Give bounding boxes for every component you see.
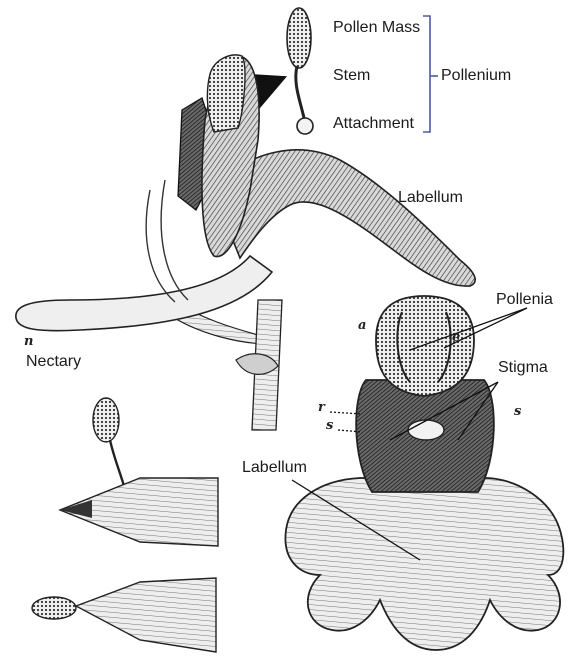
pollenium-detail (287, 8, 313, 134)
letter-s-left: s (326, 418, 333, 433)
label-labellum-bottom: Labellum (242, 458, 307, 477)
pencil-lower (76, 578, 216, 652)
anther-front (376, 296, 474, 396)
label-stigma: Stigma (498, 358, 548, 377)
label-stem: Stem (333, 66, 370, 85)
label-pollenium: Pollenium (441, 66, 511, 85)
label-nectary: Nectary (26, 352, 81, 371)
pollinium-on-pencil-upper (93, 398, 119, 442)
letter-e: e (452, 330, 460, 345)
letter-a: a (358, 318, 366, 333)
pencil-demo-upper (60, 398, 218, 546)
label-attachment: Attachment (333, 114, 414, 133)
label-pollen-mass: Pollen Mass (333, 18, 420, 37)
letter-r: r (318, 400, 325, 415)
pencil-demo-lower (32, 578, 216, 652)
pollinium-on-pencil-lower (32, 597, 76, 619)
pollinium-stem-upper (110, 440, 124, 486)
label-pollenia: Pollenia (496, 290, 553, 309)
labellum-front (285, 478, 563, 650)
flower-front-view (285, 296, 563, 650)
attachment-disc (297, 118, 313, 134)
stem-shape (296, 66, 304, 118)
anther-cap (207, 55, 245, 132)
rostellum (408, 420, 444, 440)
letter-n: n (24, 334, 33, 349)
nectary-spur (16, 256, 272, 331)
pollen-mass-shape (287, 8, 311, 68)
label-labellum-top: Labellum (398, 188, 463, 207)
pollenium-bracket (423, 16, 438, 132)
letter-s-right: s (514, 404, 521, 419)
